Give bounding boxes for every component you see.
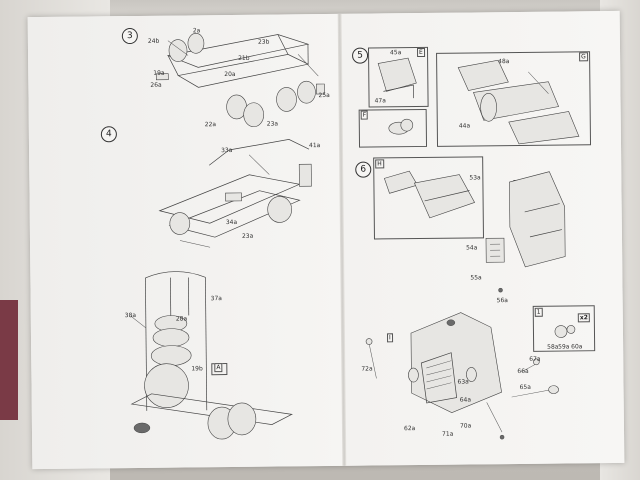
part-label: 55a — [470, 274, 482, 282]
part-label: 64a — [459, 396, 472, 404]
part-label: 67a — [529, 355, 541, 363]
instruction-sheet: 3 24b 2a 19a 26a 23b 21b 20a 25a 23a 22a — [27, 10, 625, 470]
step-4-drawing — [130, 139, 312, 440]
part-label: 58a — [547, 343, 559, 351]
box-red-edge — [0, 300, 18, 420]
part-label: 53a — [469, 174, 481, 182]
step-3-chassis-drawing — [155, 33, 325, 128]
part-label: 70a — [459, 422, 472, 430]
part-label: 59a — [558, 343, 570, 351]
part-label: 54a — [466, 244, 478, 252]
part-label: 63a — [457, 378, 469, 386]
part-label: 65a — [519, 383, 531, 391]
part-label: 60a — [571, 343, 583, 351]
part-label: 56a — [496, 297, 508, 305]
step-6-drawing — [365, 170, 576, 440]
step-5-drawing — [377, 57, 580, 145]
part-label: 71a — [442, 430, 454, 438]
part-label: 72a — [361, 365, 373, 373]
part-label: 66a — [517, 367, 529, 376]
part-label: 62a — [403, 425, 416, 433]
